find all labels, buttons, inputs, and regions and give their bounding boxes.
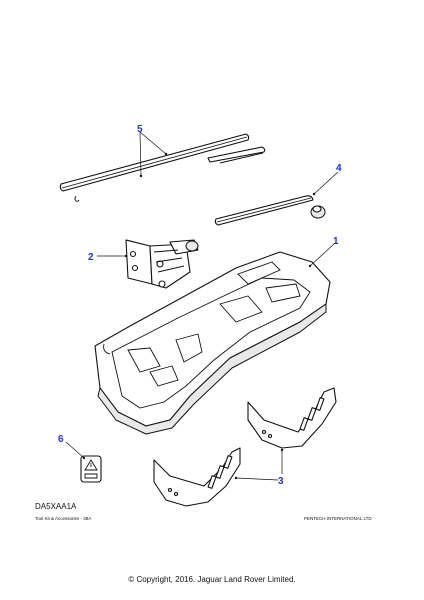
spare-wheel-strap-lower[interactable] — [153, 447, 241, 507]
small-clip — [74, 195, 80, 202]
callout-5[interactable]: 5 — [137, 124, 143, 135]
footer-section-label: Tool Kit & Accessories - 38A — [35, 516, 92, 521]
spare-wheel-strap-upper[interactable] — [247, 387, 337, 449]
book-icon — [84, 473, 98, 479]
tool-tray[interactable] — [94, 251, 331, 435]
diagram-code: DA5XAA1A — [35, 502, 77, 511]
warning-label[interactable] — [80, 455, 102, 483]
callout-4[interactable]: 4 — [336, 163, 342, 174]
callout-2[interactable]: 2 — [88, 252, 94, 263]
warning-triangle-icon — [84, 459, 98, 471]
wheel-brace-bar[interactable] — [59, 133, 250, 192]
scissor-jack[interactable] — [125, 239, 199, 289]
copyright-notice: © Copyright, 2016. Jaguar Land Rover Lim… — [128, 575, 296, 584]
jack-handle[interactable] — [214, 195, 326, 226]
footer-publisher: PENTECH INTERNATIONAL LTD — [304, 516, 372, 521]
leader-lines — [65, 131, 339, 481]
callout-6[interactable]: 6 — [58, 434, 64, 445]
extension-rod[interactable] — [207, 146, 266, 164]
callout-1[interactable]: 1 — [333, 236, 339, 247]
callout-3[interactable]: 3 — [278, 476, 284, 487]
